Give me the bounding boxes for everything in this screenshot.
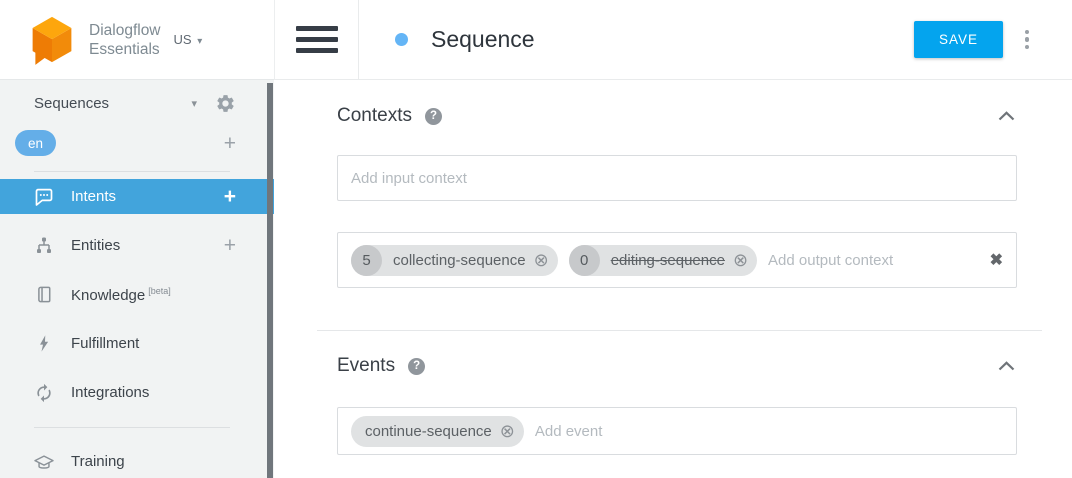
save-button[interactable]: SAVE [913,21,1003,58]
sidebar-item-label: Intents [71,188,117,205]
intent-editor: Contexts ? 5 collecting-sequence ⊗ 0 edi… [274,80,1072,455]
beta-badge: [beta] [148,285,171,296]
collapse-contexts-button[interactable] [996,107,1017,125]
hamburger-icon [295,26,338,53]
clear-contexts-icon[interactable]: ✖ [989,252,1003,269]
region-label: US [173,32,192,47]
sidebar: Dialogflow Essentials US ▾ Sequences ▾ e… [0,0,274,478]
sidebar-item-intents[interactable]: Intents + [0,179,274,214]
sidebar-item-fulfillment[interactable]: Fulfillment [0,326,274,361]
contexts-section-header: Contexts ? [337,103,1017,129]
more-options-button[interactable] [1015,29,1039,50]
events-title: Events [337,355,396,376]
sidebar-item-knowledge[interactable]: Knowledge[beta] [0,277,274,312]
agent-name: Sequences [34,94,110,112]
sync-arrows-icon [33,383,55,403]
caret-down-icon: ▾ [191,97,197,110]
events-section-header: Events ? [337,353,1017,379]
section-divider [317,330,1042,331]
caret-down-icon: ▾ [197,36,203,47]
output-context-chip[interactable]: 0 editing-sequence ⊗ [568,244,758,276]
remove-chip-icon[interactable]: ⊗ [732,250,749,270]
sidebar-item-entities[interactable]: Entities + [0,228,274,263]
remove-chip-icon[interactable]: ⊗ [533,250,549,270]
language-badge[interactable]: en [15,130,56,156]
help-icon[interactable]: ? [408,357,426,375]
graduation-cap-icon [33,453,55,471]
sidebar-item-label: Fulfillment [71,335,140,352]
input-context-field[interactable] [351,169,1003,187]
output-context-field[interactable] [768,251,980,269]
event-name: continue-sequence [365,422,492,440]
sidebar-divider [34,427,230,428]
chevron-up-icon [998,111,1015,121]
add-event-field[interactable] [534,422,1003,440]
chat-bubble-icon [33,187,55,207]
intent-status-dot [395,33,408,46]
remove-chip-icon[interactable]: ⊗ [499,421,515,441]
language-row: en + [0,128,274,158]
add-language-button[interactable]: + [223,131,236,155]
add-entity-button[interactable]: + [223,234,236,257]
events-box: continue-sequence ⊗ [337,407,1017,455]
sidebar-item-label: Knowledge[beta] [71,285,171,304]
brand-line2: Essentials [89,40,160,58]
dialogflow-logo-icon [32,16,72,65]
page-title: Sequence [431,26,535,52]
brand-line1: Dialogflow [89,21,161,39]
entity-tree-icon [33,236,55,256]
lightning-bolt-icon [33,334,55,353]
agent-settings-button[interactable] [215,93,236,114]
context-name: editing-sequence [610,251,725,269]
context-name: collecting-sequence [393,251,526,269]
chevron-up-icon [998,361,1015,371]
lifespan-badge: 0 [568,244,600,276]
gear-icon [217,94,234,112]
lifespan-badge: 5 [351,244,382,276]
menu-toggle-button[interactable] [275,0,359,79]
sidebar-divider [34,171,230,172]
collapse-events-button[interactable] [996,357,1017,375]
main-panel: Sequence SAVE Contexts ? 5 collecting-se… [274,0,1072,478]
output-context-chip[interactable]: 5 collecting-sequence ⊗ [351,244,558,276]
help-icon[interactable]: ? [424,107,442,125]
agent-selector[interactable]: Sequences ▾ [0,86,274,120]
add-intent-button[interactable]: + [223,185,236,208]
sidebar-item-label: Integrations [71,384,150,401]
sidebar-nav: Sequences ▾ en + Intents + [0,80,274,478]
sidebar-item-label: Entities [71,237,121,254]
book-icon [33,285,55,304]
sidebar-scrollbar[interactable] [267,83,273,478]
brand-name: Dialogflow Essentials [89,21,161,59]
sidebar-item-integrations[interactable]: Integrations [0,375,274,410]
event-chip[interactable]: continue-sequence ⊗ [351,415,524,447]
input-context-box [337,155,1017,201]
output-context-box: 5 collecting-sequence ⊗ 0 editing-sequen… [337,232,1017,288]
page-header: Sequence SAVE [274,0,1072,80]
sidebar-item-training[interactable]: Training [0,444,274,478]
region-selector[interactable]: US ▾ [174,32,203,47]
contexts-title: Contexts [337,105,412,126]
sidebar-item-label: Training [71,453,125,470]
brand-header: Dialogflow Essentials US ▾ [0,0,274,80]
